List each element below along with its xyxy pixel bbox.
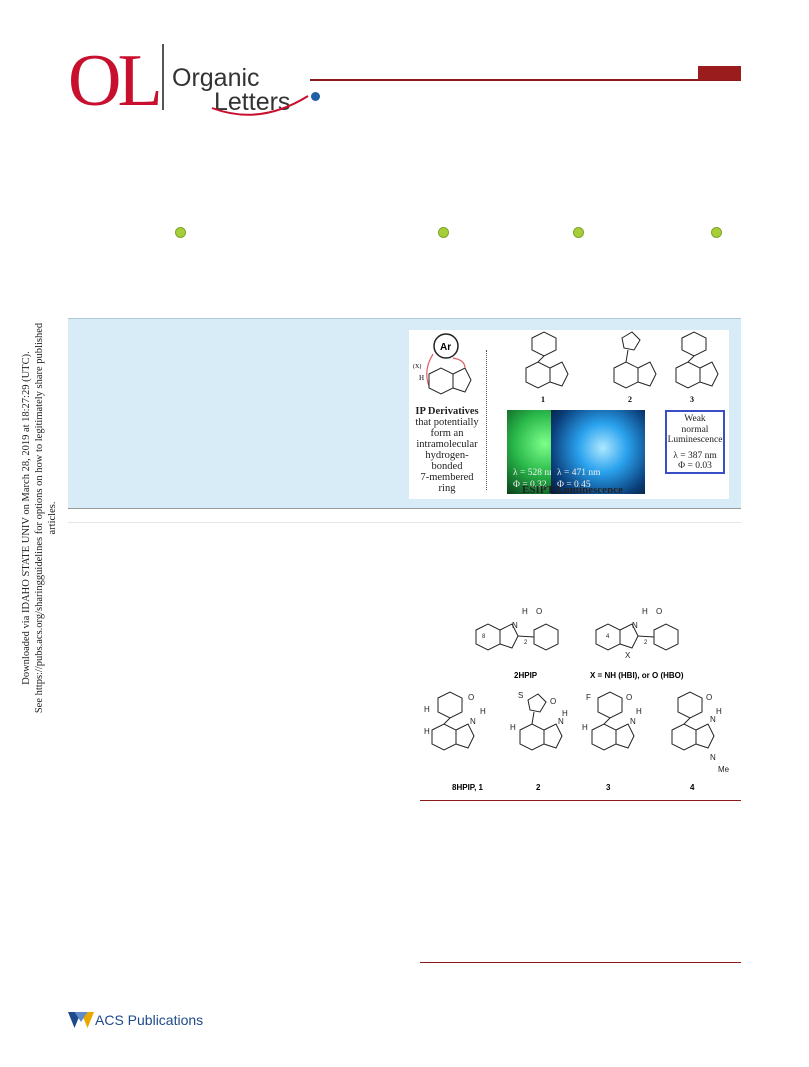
- toc-divider: [486, 350, 487, 490]
- atom-label: F: [586, 693, 591, 702]
- weak-luminescence-box: Weak normal Luminescence λ = 387 nm Φ = …: [665, 410, 725, 474]
- photo1-phi: Φ = 0.32: [513, 480, 547, 490]
- scheme-rule: [420, 800, 741, 801]
- scheme-label: 8HPIP, 1: [452, 783, 484, 792]
- verified-check-icon: [311, 92, 320, 101]
- photo2-phi: Φ = 0.45: [557, 480, 591, 490]
- toc-compound-structures: 1 2 3: [525, 331, 719, 404]
- atom-label: O: [626, 693, 632, 702]
- atom-label: Me: [718, 765, 730, 774]
- ip-desc-line: intramolecular: [416, 439, 478, 450]
- atom-label: H: [716, 707, 722, 716]
- scheme-label: 2: [536, 783, 541, 792]
- abstract-rule: [68, 508, 741, 509]
- photo1-lambda: λ = 528 nm: [513, 468, 557, 478]
- box3-line: normal: [681, 424, 709, 435]
- journal-name-line2: Letters: [214, 88, 291, 116]
- atom-label: 2: [524, 640, 528, 646]
- scheme-structures: H O N 8 2 H O N 4 2 X H H O H N S H O H …: [424, 607, 730, 792]
- logo-divider: [162, 44, 164, 110]
- abstract-rule: [68, 522, 741, 523]
- ip-desc-line: ring: [438, 483, 456, 494]
- scheme-label: X = NH (HBI), or O (HBO): [590, 671, 684, 680]
- compound-label: 3: [690, 395, 694, 404]
- atom-label: H: [424, 705, 430, 714]
- atom-label: H: [582, 723, 588, 732]
- scheme-label: 2HPIP: [514, 671, 538, 680]
- atom-label: H: [424, 727, 430, 736]
- orcid-icon[interactable]: [711, 227, 722, 238]
- ip-desc-line: bonded: [431, 461, 463, 472]
- atom-label: H: [480, 707, 486, 716]
- atom-label: 8: [482, 634, 486, 640]
- atom-label: N: [470, 717, 476, 726]
- ar-label: Ar: [440, 342, 451, 353]
- atom-label: N: [630, 717, 636, 726]
- compound-label: 2: [628, 395, 632, 404]
- atom-label: H: [510, 723, 516, 732]
- atom-label: O: [706, 693, 712, 702]
- journal-name-line1: Organic: [172, 64, 260, 92]
- atom-label: 2: [644, 640, 648, 646]
- scheme-label: 3: [606, 783, 611, 792]
- atom-label: N: [710, 715, 716, 724]
- toc-graphic: Ar (X) H IP Derivatives that potentially…: [409, 330, 729, 499]
- atom-label: S: [518, 691, 523, 700]
- luminescence-photo-blue: λ = 471 nm Φ = 0.45: [551, 410, 645, 494]
- atom-label: H: [642, 607, 648, 616]
- ip-description: IP Derivatives that potentially form an …: [409, 406, 485, 494]
- ip-desc-line: form an: [430, 428, 464, 439]
- atom-label: N: [558, 717, 564, 726]
- esipt-caption: ESIPT Luminescence: [522, 484, 623, 496]
- box3-phi: Φ = 0.03: [678, 461, 712, 471]
- header-tab: [698, 66, 741, 80]
- ip-desc-line: that potentially: [415, 417, 479, 428]
- atom-label: N: [710, 753, 716, 762]
- download-stamp: Downloaded via IDAHO STATE UNIV on March…: [20, 318, 60, 718]
- atom-label: N: [632, 621, 638, 630]
- orcid-icon[interactable]: [438, 227, 449, 238]
- atom-label: 4: [606, 634, 610, 640]
- download-stamp-line1: Downloaded via IDAHO STATE UNIV on March…: [21, 351, 32, 685]
- box3-line: Luminescence: [667, 435, 723, 445]
- ip-desc-line: 7-membered: [420, 472, 474, 483]
- logo-swoosh-icon: [211, 95, 309, 116]
- orcid-icon[interactable]: [175, 227, 186, 238]
- atom-label: H: [522, 607, 528, 616]
- box3-line: Weak: [684, 414, 706, 424]
- atom-label: X: [625, 651, 631, 660]
- scheme-rule: [420, 962, 741, 963]
- photo2-lambda: λ = 471 nm: [557, 468, 601, 478]
- ip-scaffold-structure: Ar (X) H: [413, 333, 472, 395]
- acs-publications-wordmark[interactable]: ACS Publications: [95, 1012, 204, 1028]
- acs-logo-icon: [68, 1012, 94, 1028]
- atom-label: N: [512, 621, 518, 630]
- x-label: (X): [413, 363, 421, 370]
- box3-lambda: λ = 387 nm: [673, 450, 717, 461]
- atom-label: O: [550, 697, 556, 706]
- atom-label: O: [656, 607, 662, 616]
- journal-logo-ol: OL: [68, 40, 163, 122]
- h-label: H: [419, 374, 424, 382]
- atom-label: H: [636, 707, 642, 716]
- atom-label: O: [468, 693, 474, 702]
- download-stamp-line2: See https://pubs.acs.org/sharingguidelin…: [34, 322, 58, 714]
- ip-desc-line: hydrogen-: [425, 450, 469, 461]
- atom-label: H: [562, 709, 568, 718]
- orcid-icon[interactable]: [573, 227, 584, 238]
- header-rule: [310, 79, 741, 81]
- compound-label: 1: [541, 395, 545, 404]
- atom-label: O: [536, 607, 542, 616]
- ip-title: IP Derivatives: [415, 406, 479, 417]
- scheme-label: 4: [690, 783, 695, 792]
